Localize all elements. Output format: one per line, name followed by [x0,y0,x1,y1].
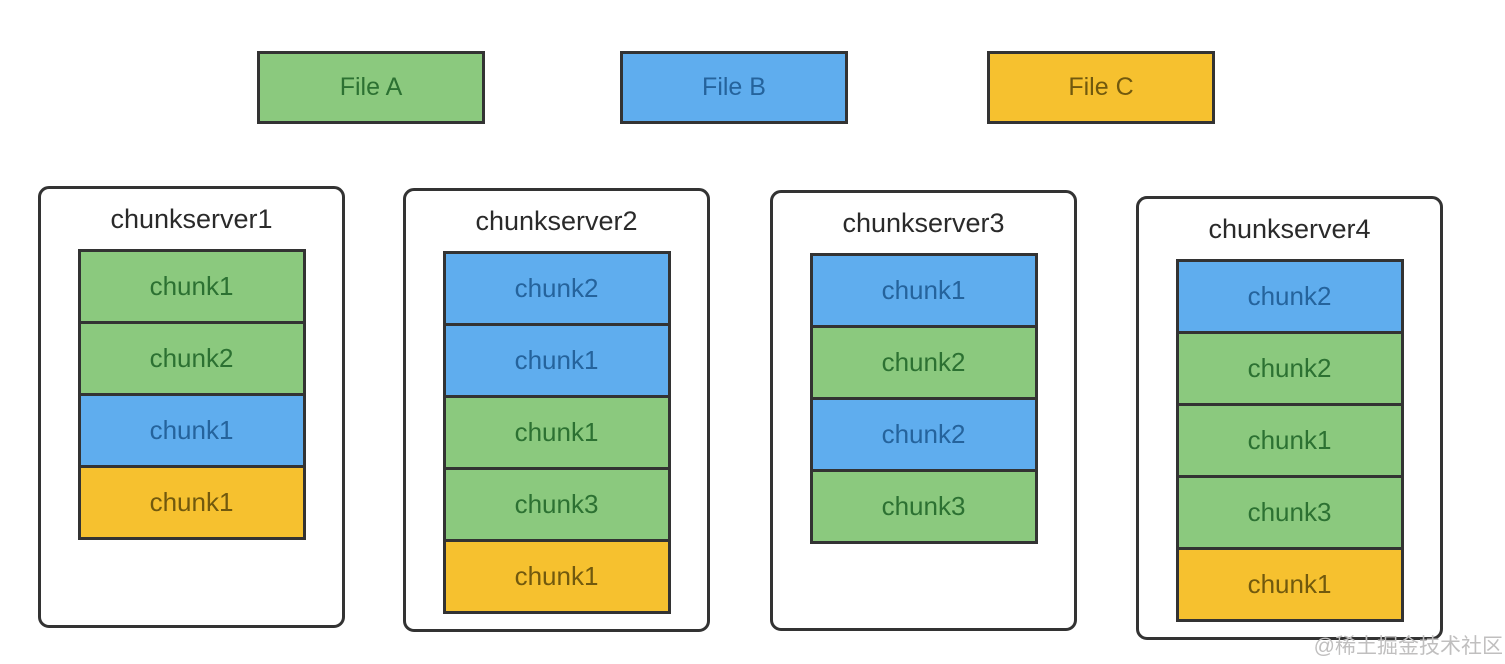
chunk-box-chunk1-file-b: chunk1 [77,393,306,468]
chunk-box-chunk3-file-a: chunk3 [809,469,1038,544]
chunk-box-chunk2-file-a: chunk2 [77,321,306,396]
legend-label-file-b: File B [702,73,766,101]
legend-label-file-c: File C [1068,73,1134,101]
chunkserver4-title: chunkserver4 [1208,214,1371,244]
chunk-box-chunk2-file-b: chunk2 [442,251,671,326]
chunk-box-chunk1-file-a: chunk1 [1175,403,1404,478]
chunk-box-chunk1-file-c: chunk1 [1175,547,1404,622]
chunk-box-chunk1-file-c: chunk1 [442,539,671,614]
legend-box-file-c: File C [987,51,1215,124]
watermark-text: @稀土掘金技术社区 [1313,635,1503,658]
chunk-box-chunk2-file-b: chunk2 [1175,259,1404,334]
chunk-box-chunk3-file-a: chunk3 [1175,475,1404,550]
chunkserver2-title: chunkserver2 [475,206,638,236]
chunkserver1-title: chunkserver1 [110,204,273,234]
chunk-box-chunk3-file-a: chunk3 [442,467,671,542]
chunk-box-chunk2-file-b: chunk2 [809,397,1038,472]
chunk-box-chunk1-file-c: chunk1 [77,465,306,540]
chunk-box-chunk1-file-b: chunk1 [809,253,1038,328]
chunk-box-chunk1-file-a: chunk1 [77,249,306,324]
chunk-box-chunk2-file-a: chunk2 [809,325,1038,400]
chunkserver3-title: chunkserver3 [842,208,1005,238]
legend-label-file-a: File A [339,73,403,101]
chunk-box-chunk1-file-a: chunk1 [442,395,671,470]
chunk-box-chunk2-file-a: chunk2 [1175,331,1404,406]
legend-box-file-a: File A [257,51,485,124]
legend-box-file-b: File B [620,51,848,124]
chunk-box-chunk1-file-b: chunk1 [442,323,671,398]
